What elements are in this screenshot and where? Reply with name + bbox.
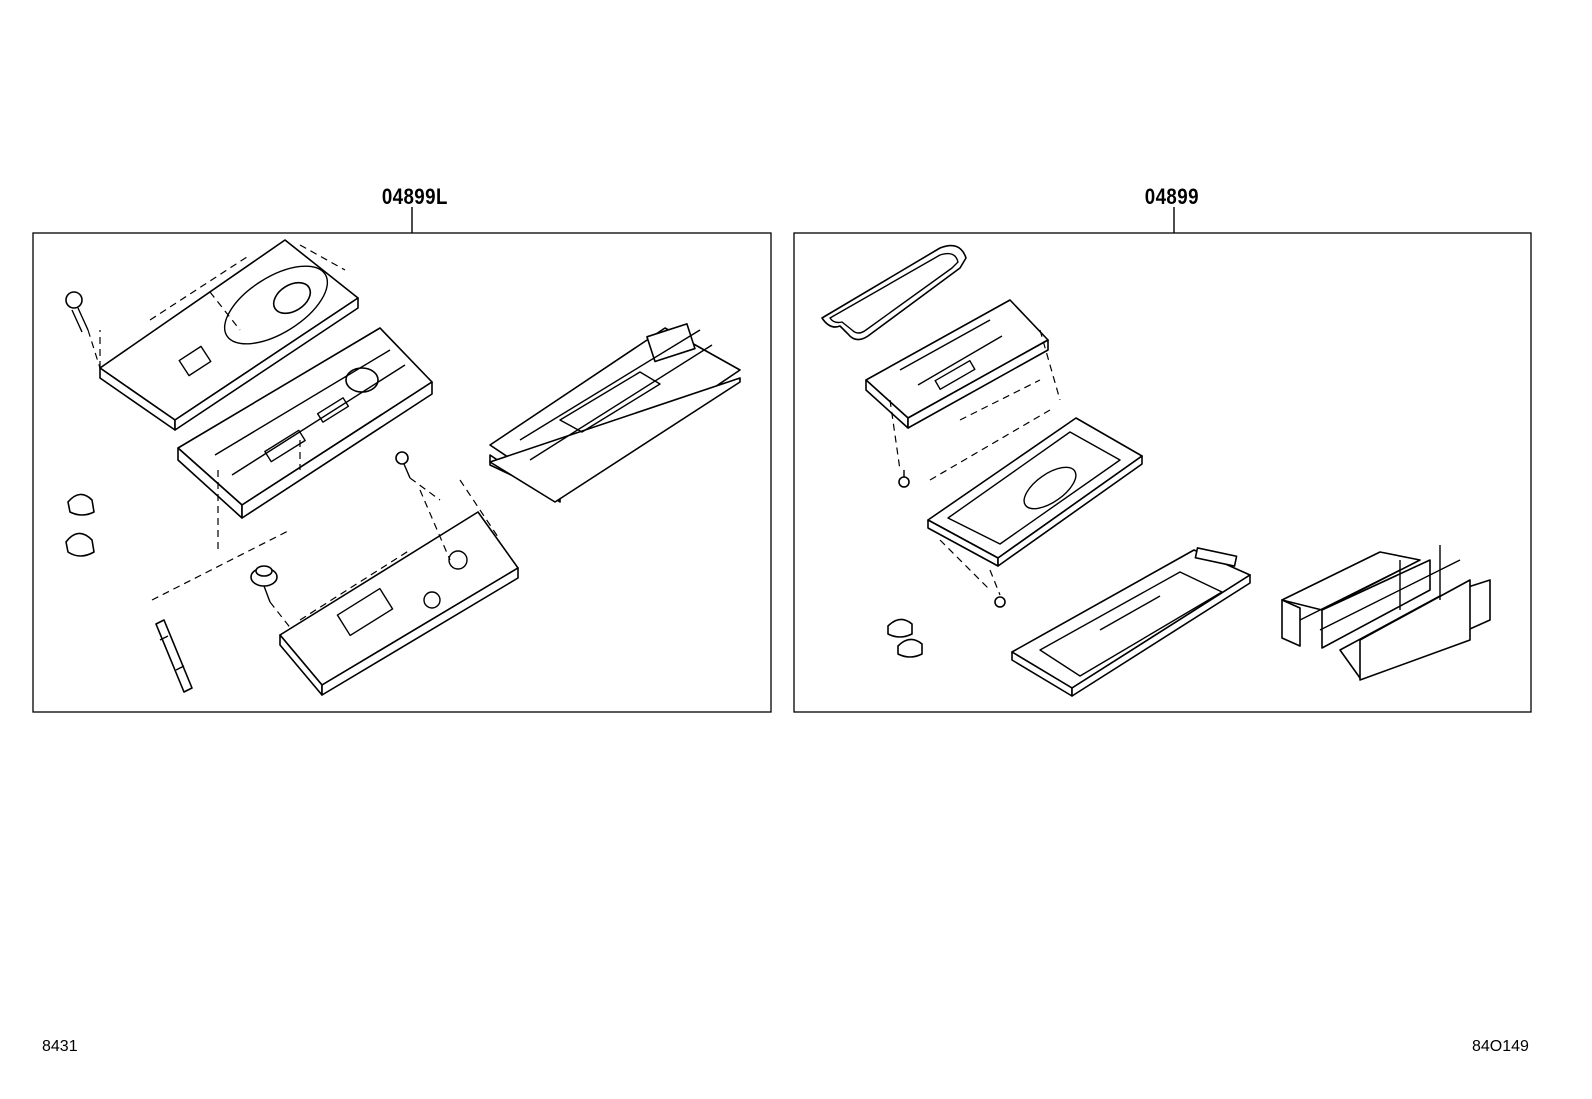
round-head-bolt-part[interactable] (250, 565, 293, 631)
carrier-frame-part[interactable] (177, 327, 433, 550)
section-code: 8431 (42, 1038, 78, 1055)
left-kit-group (32, 207, 772, 713)
cover-gasket-ring-part[interactable] (821, 244, 967, 341)
lower-gasket-part[interactable] (279, 479, 519, 696)
small-bolt-part[interactable] (395, 451, 441, 501)
left-kit-frame (32, 232, 772, 713)
stud-part[interactable] (151, 529, 291, 693)
screw-part[interactable] (65, 291, 101, 369)
left-kit-part-number[interactable]: 04899L (381, 184, 448, 209)
illustration-code: 84O149 (1472, 1038, 1529, 1055)
right-small-bolt-part[interactable] (898, 470, 910, 488)
pan-gasket-part[interactable] (927, 417, 1143, 596)
right-kit-frame (793, 232, 1532, 713)
seal-cap-part[interactable] (65, 493, 95, 557)
intake-plate-part[interactable] (489, 323, 741, 503)
right-seal-cap-part[interactable] (887, 618, 923, 658)
pan-bolt-part[interactable] (994, 596, 1006, 608)
upper-housing-part[interactable] (865, 299, 1061, 481)
right-kit-group (793, 207, 1532, 713)
lower-pan-part[interactable] (1011, 547, 1251, 697)
right-kit-part-number[interactable]: 04899 (1144, 184, 1199, 209)
baffle-part[interactable] (1281, 545, 1491, 681)
valve-cover-part[interactable] (99, 239, 359, 431)
